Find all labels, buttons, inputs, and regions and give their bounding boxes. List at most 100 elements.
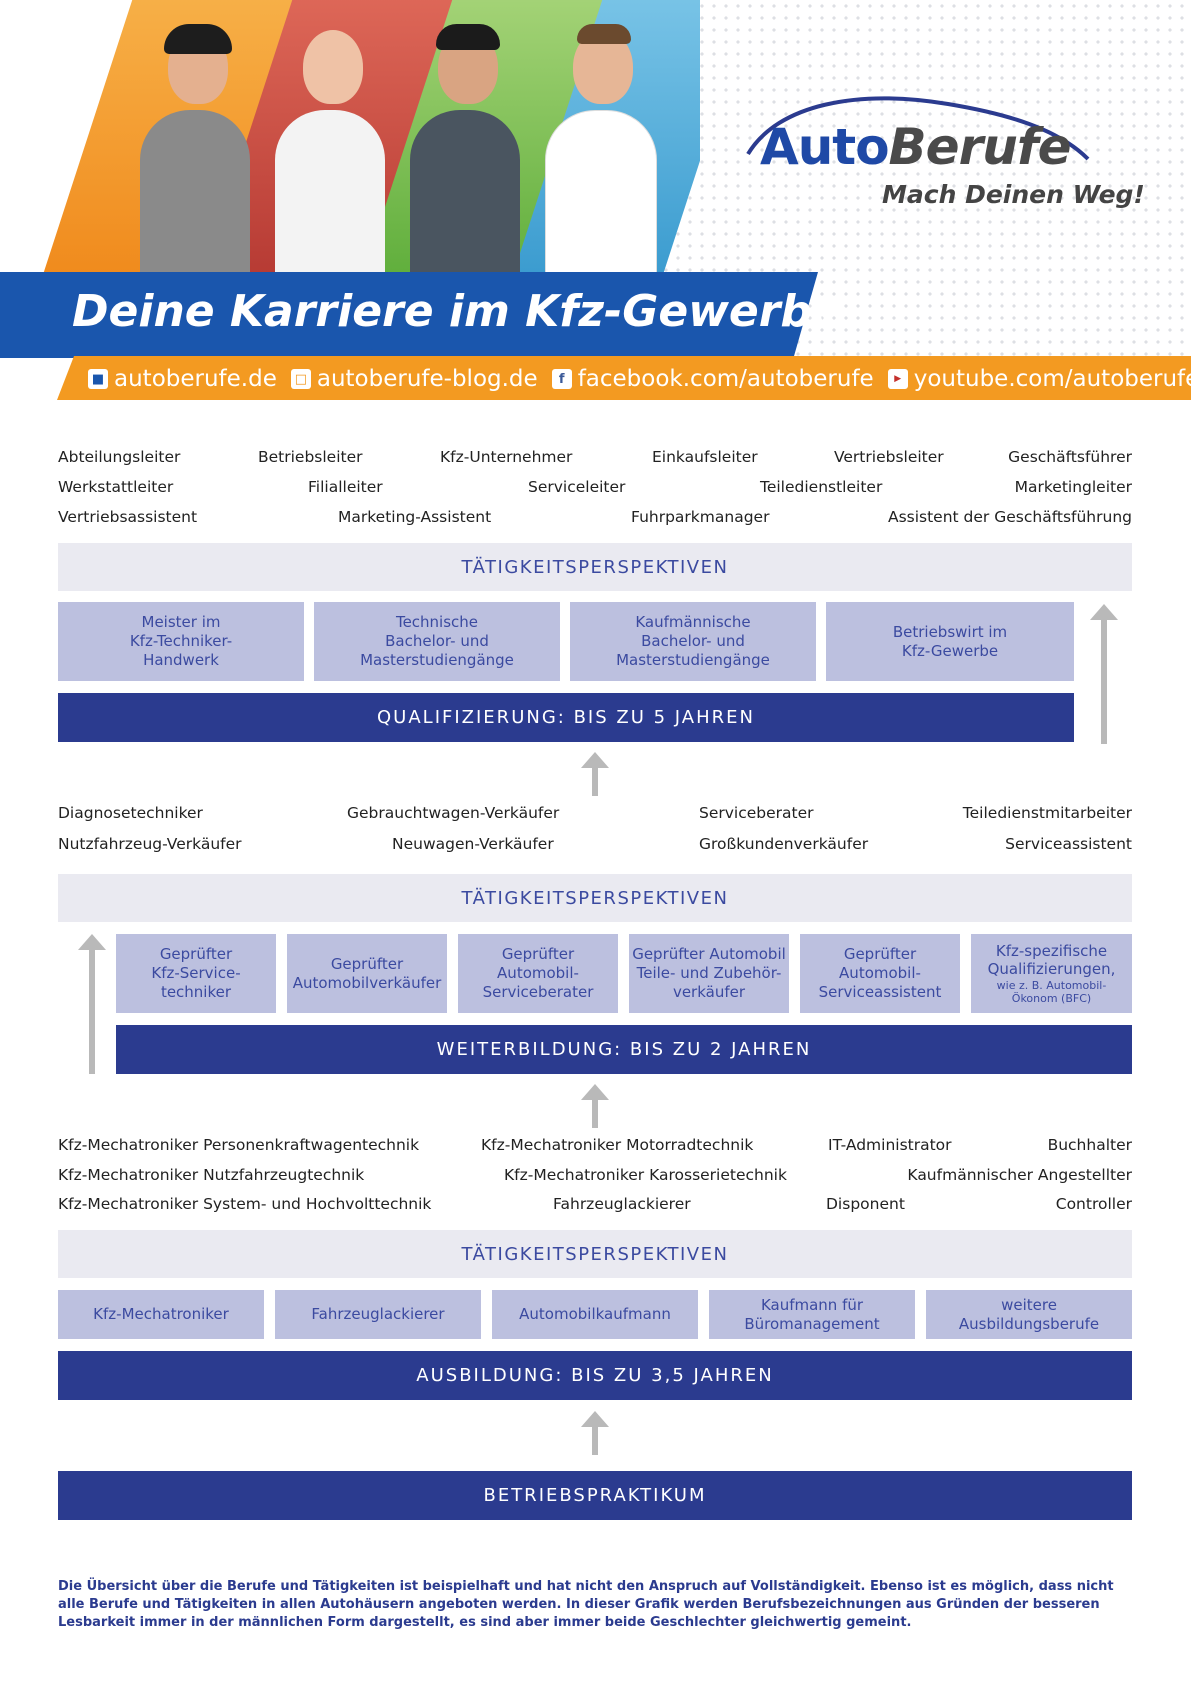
link-facebook[interactable]: f facebook.com/autoberufe	[551, 366, 874, 392]
box-line: Geprüfter	[159, 945, 233, 964]
box-line: Automobilverkäufer	[292, 973, 442, 992]
person-4	[545, 24, 657, 272]
box-line: Kfz-Gewerbe	[901, 641, 999, 660]
box-note: Ökonom (BFC)	[1011, 992, 1092, 1006]
box-line: Masterstudiengänge	[360, 650, 514, 669]
job-title: Kfz-Mechatroniker Motorradtechnik	[481, 1136, 754, 1154]
person-2	[275, 26, 385, 272]
link-youtube[interactable]: ▶ youtube.com/autoberufe	[887, 366, 1191, 392]
box-line: Automobil-	[497, 964, 579, 983]
perspectives-header-l2: TÄTIGKEITSPERSPEKTIVEN	[58, 874, 1132, 922]
box-line: Kaufmann für	[760, 1295, 864, 1314]
title-banner	[0, 272, 818, 358]
box-line: Kfz-Techniker-	[129, 632, 233, 651]
box-line: Automobil-	[839, 964, 921, 983]
box-line: Geprüfter	[330, 954, 404, 973]
job-title: Marketing-Assistent	[338, 508, 492, 526]
box-line: Technische	[395, 613, 479, 632]
link-text: youtube.com/autoberufe	[913, 366, 1191, 392]
footnote: Die Übersicht über die Berufe und Tätigk…	[58, 1579, 1114, 1630]
job-title: Abteilungsleiter	[58, 448, 181, 466]
job-title: Fuhrparkmanager	[631, 508, 770, 526]
job-title: Vertriebsassistent	[58, 508, 198, 526]
box-note: wie z. B. Automobil-	[996, 979, 1107, 993]
box-line: Serviceberater	[482, 982, 594, 1001]
up-arrow-icon	[78, 934, 106, 1074]
link-text: autoberufe.de	[114, 366, 277, 392]
link-text: facebook.com/autoberufe	[577, 366, 874, 392]
up-arrow-icon	[1090, 604, 1118, 744]
logo-auto: Auto	[760, 118, 890, 176]
box-line: Bachelor- und	[641, 632, 745, 651]
job-title: Gebrauchtwagen-Verkäufer	[347, 804, 560, 822]
up-arrow-icon	[581, 752, 609, 796]
link-website[interactable]: ■ autoberufe.de	[88, 366, 277, 392]
box-line: weitere	[1001, 1295, 1057, 1314]
job-title: Kfz-Mechatroniker Personenkraftwagentech…	[58, 1136, 420, 1154]
box-line: Automobilkaufmann	[519, 1305, 671, 1324]
job-title: Marketingleiter	[1014, 478, 1132, 496]
box-line: Betriebswirt im	[892, 622, 1008, 641]
jobs-row-l3-3: Kfz-Mechatroniker System- und Hochvoltte…	[58, 1195, 1132, 1215]
youtube-icon: ▶	[887, 369, 908, 389]
jobs-row-l1-3: Vertriebsassistent Marketing-Assistent F…	[58, 508, 1132, 528]
job-title: Assistent der Geschäftsführung	[887, 508, 1132, 526]
logo-berufe: Berufe	[888, 118, 1072, 176]
links-strip	[57, 356, 1191, 400]
links-bar: ■ autoberufe.de □ autoberufe-blog.de f f…	[88, 364, 1191, 394]
job-title: Controller	[1055, 1195, 1132, 1213]
box-line: verkäufer	[672, 982, 746, 1001]
jobs-row-l3-1: Kfz-Mechatroniker Personenkraftwagentech…	[58, 1136, 1132, 1156]
apprenticeship-box: Automobilkaufmann	[492, 1290, 698, 1339]
job-title: Serviceberater	[699, 804, 814, 822]
jobs-row-l3-2: Kfz-Mechatroniker Nutzfahrzeugtechnik Kf…	[58, 1166, 1132, 1186]
box-line: Geprüfter	[843, 945, 917, 964]
logo-car-arc	[746, 96, 1090, 161]
job-title: Fahrzeuglackierer	[553, 1195, 691, 1213]
apprenticeship-bar: AUSBILDUNG: BIS ZU 3,5 JAHREN	[58, 1351, 1132, 1400]
job-title: Teiledienstleiter	[760, 478, 883, 496]
box-line: Kaufmännische	[635, 613, 751, 632]
job-title: Nutzfahrzeug-Verkäufer	[58, 835, 242, 853]
facebook-icon: f	[551, 369, 572, 389]
jobs-row-l1-2: Werkstattleiter Filialleiter Serviceleit…	[58, 478, 1132, 498]
box-line: Qualifizierungen,	[987, 960, 1116, 979]
logo: AutoBerufe	[760, 118, 1071, 176]
box-line: Masterstudiengänge	[616, 650, 770, 669]
job-title: Buchhalter	[1047, 1136, 1132, 1154]
box-line: Teile- und Zubehör-	[636, 964, 782, 983]
box-line: Kfz-spezifische	[995, 941, 1108, 960]
internship-bar: BETRIEBSPRAKTIKUM	[58, 1471, 1132, 1520]
job-title: Teiledienstmitarbeiter	[962, 804, 1132, 822]
job-title: Kfz-Mechatroniker Nutzfahrzeugtechnik	[58, 1166, 365, 1184]
perspectives-header-l1: TÄTIGKEITSPERSPEKTIVEN	[58, 543, 1132, 591]
blog-icon: □	[290, 369, 311, 389]
box-line: Ausbildungsberufe	[958, 1314, 1100, 1333]
jobs-row-l2-2: Nutzfahrzeug-Verkäufer Neuwagen-Verkäufe…	[58, 835, 1132, 855]
apprenticeship-box: Fahrzeuglackierer	[275, 1290, 481, 1339]
hero-image	[0, 0, 700, 272]
job-title: Disponent	[826, 1195, 905, 1213]
job-title: Filialleiter	[308, 478, 383, 496]
person-3	[410, 24, 520, 272]
qualification-bar: QUALIFIZIERUNG: BIS ZU 5 JAHREN	[58, 693, 1074, 742]
box-line: Geprüfter Automobil	[632, 945, 786, 964]
up-arrow-icon	[581, 1084, 609, 1128]
box-line: Serviceassistent	[818, 982, 942, 1001]
job-title: Kfz-Mechatroniker Karosserietechnik	[504, 1166, 787, 1184]
box-line: Geprüfter	[501, 945, 575, 964]
link-blog[interactable]: □ autoberufe-blog.de	[290, 366, 538, 392]
job-title: Vertriebsleiter	[834, 448, 944, 466]
jobs-row-l1-1: Abteilungsleiter Betriebsleiter Kfz-Unte…	[58, 448, 1132, 468]
logo-slogan: Mach Deinen Weg!	[882, 180, 1145, 209]
